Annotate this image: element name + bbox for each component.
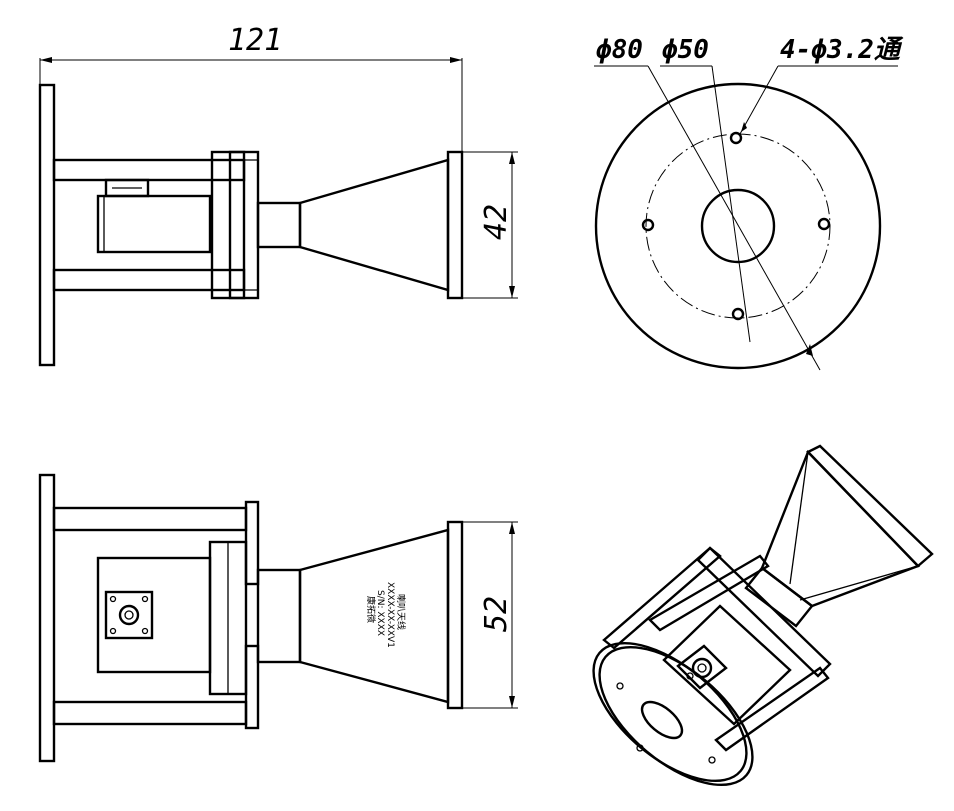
iso-base-disc-edge	[598, 645, 754, 787]
side-horn	[298, 158, 450, 292]
nameplate-line2: XXXX-XX-XXV1	[385, 582, 395, 648]
dim-flange-height-top: 52	[479, 596, 514, 632]
top-frame-upper	[52, 506, 248, 532]
top-waveguide-neck	[256, 568, 302, 664]
front-hole-left	[641, 218, 655, 232]
top-dimensions: 52	[462, 521, 518, 709]
side-mount-plate	[38, 83, 56, 367]
top-horn-flange	[446, 520, 464, 710]
side-view	[38, 83, 464, 367]
side-frame-top-rail	[52, 158, 246, 182]
dim-outer-diameter: ϕ80	[596, 35, 643, 65]
isometric-view	[592, 444, 934, 787]
iso-sma-icon	[676, 644, 728, 690]
side-connector-body	[96, 194, 212, 254]
top-sma-connector-icon	[118, 604, 140, 626]
top-bracket-upper	[244, 500, 260, 586]
front-view	[594, 82, 882, 370]
iso-horn-body	[760, 449, 921, 608]
dim-holes: 4-ϕ3.2通	[780, 35, 904, 65]
dim-overall-length: 121	[228, 23, 282, 58]
top-connector-block	[96, 556, 212, 674]
iso-neck	[744, 566, 814, 628]
front-hole-bottom	[731, 307, 745, 321]
side-bracket-inner	[228, 150, 246, 300]
top-frame-lower	[52, 700, 248, 726]
top-sma-flange	[104, 590, 154, 640]
side-connector-top	[104, 178, 150, 198]
dim-inner-diameter: ϕ50	[662, 35, 709, 65]
top-bracket-lower	[244, 644, 260, 730]
side-horn-flange	[446, 150, 464, 300]
front-hole-top	[729, 131, 743, 145]
side-bracket-outer	[210, 150, 260, 300]
iso-frame-rail-mid	[648, 554, 770, 632]
nameplate-line1: 喇叭天线	[395, 594, 407, 630]
top-mount-plate	[38, 473, 56, 763]
front-hole-right	[817, 217, 831, 231]
top-view: 喇叭天线 XXXX-XX-XXV1 S/N: XXXX 康拓微	[38, 473, 464, 763]
front-dimensions: ϕ80 ϕ50 4-ϕ3.2通	[594, 35, 904, 371]
side-waveguide-neck	[256, 201, 302, 249]
dim-flange-height-side: 42	[479, 204, 514, 240]
iso-horn-mouth	[806, 444, 934, 568]
iso-frame-rail-bottom	[714, 666, 830, 752]
nameplate-line4: 康拓微	[365, 596, 377, 623]
side-frame-bottom-rail	[52, 268, 246, 292]
front-inner-circle	[700, 188, 776, 264]
iso-connector-block	[662, 604, 792, 726]
iso-base-bore	[640, 700, 684, 740]
front-outer-circle	[594, 82, 882, 370]
nameplate-line3: S/N: XXXX	[375, 590, 385, 636]
side-dimensions: 121 42	[39, 23, 518, 299]
nameplate: 喇叭天线 XXXX-XX-XXV1 S/N: XXXX 康拓微	[365, 582, 407, 648]
